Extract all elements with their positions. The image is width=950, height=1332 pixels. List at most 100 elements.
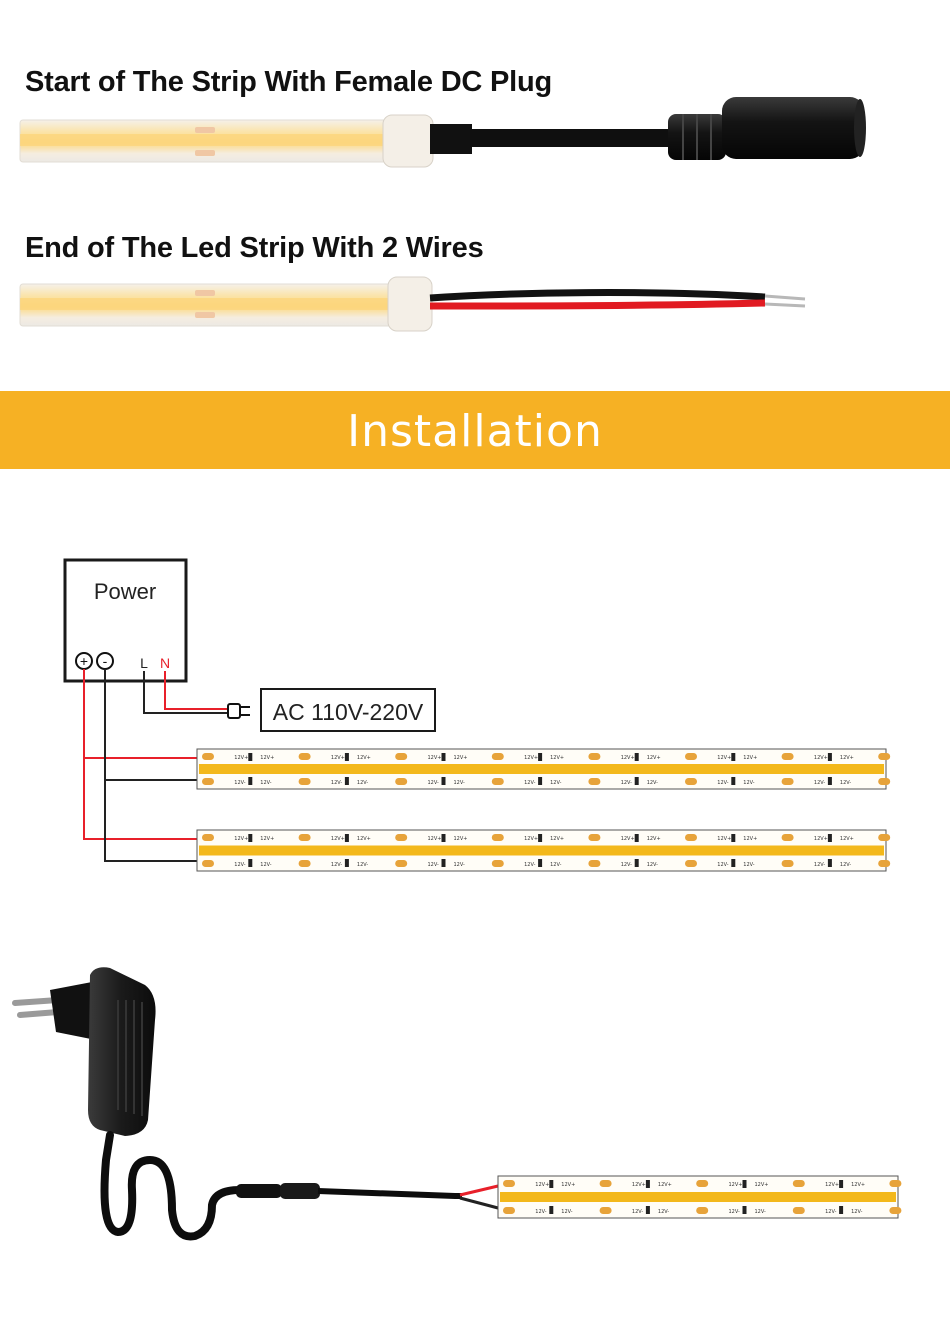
solder-pad [588, 834, 601, 841]
ac-voltage-label: AC 110V-220V [273, 699, 424, 725]
solder-pad [298, 834, 311, 841]
l-terminal-label: L [140, 655, 148, 671]
pad-label-plus: 12V+ [454, 836, 468, 842]
pad-label-minus: 12V- [454, 780, 465, 786]
pad-label-plus: 12V+ [524, 755, 538, 761]
resistor [839, 1206, 844, 1214]
pad-label-minus: 12V- [524, 780, 535, 786]
dc-plug-socket [854, 99, 866, 157]
resistor [549, 1180, 554, 1188]
strip-led-band [199, 764, 884, 774]
solder-pad [599, 1180, 612, 1187]
solder-pad [202, 834, 214, 841]
pad-label-minus: 12V- [851, 1209, 862, 1215]
led-strip-diagram: 12V+ 12V+ 12V- 12V- 12V+ 12V+ 12V- 12V- 12V+ 12V+… [196, 748, 891, 790]
solder-pad [195, 312, 215, 318]
solder-pad [878, 860, 891, 867]
resistor [839, 1180, 844, 1188]
adapter-red-wire [459, 1184, 499, 1197]
installation-banner: Installation [0, 391, 950, 469]
solder-pad [792, 1180, 805, 1187]
wiring-diagram: Power + - L N AC 110V-220V 12V+12V+12V-1… [63, 558, 891, 872]
strip-end-photo [19, 276, 806, 332]
solder-pad [781, 834, 794, 841]
resistor [549, 1206, 554, 1214]
solder-pad [685, 860, 697, 867]
pad-label-minus: 12V- [331, 780, 342, 786]
pad-label-plus: 12V+ [234, 755, 248, 761]
strip-led-band [500, 1192, 896, 1202]
resistor [634, 859, 639, 867]
end-cap [382, 114, 434, 168]
pad-label-minus: 12V- [621, 780, 632, 786]
resistor [731, 834, 736, 842]
pad-label-plus: 12V+ [755, 1182, 769, 1188]
red-wire [429, 299, 766, 310]
plug-pin [12, 997, 61, 1006]
led-strip-diagram: 12V+ 12V+ 12V- 12V- 12V+ 12V+ 12V- 12V- 12V+ 12V+… [196, 829, 891, 872]
pad-label-minus: 12V- [621, 862, 632, 868]
pad-label-plus: 12V+ [658, 1182, 672, 1188]
resistor [634, 753, 639, 761]
pad-label-plus: 12V+ [851, 1182, 865, 1188]
bare-wire-tip [764, 294, 806, 301]
pad-label-minus: 12V- [260, 862, 271, 868]
led-glow-band [20, 298, 392, 310]
installation-title: Installation [347, 406, 603, 457]
resistor [538, 777, 543, 785]
bare-wire-tip [764, 302, 806, 308]
resistor [441, 777, 446, 785]
pad-label-plus: 12V+ [550, 755, 564, 761]
solder-pad [696, 1207, 709, 1214]
pad-label-plus: 12V+ [234, 836, 248, 842]
pad-label-plus: 12V+ [428, 836, 442, 842]
pad-label-minus: 12V- [717, 862, 728, 868]
plus-symbol: + [80, 653, 88, 669]
pad-label-plus: 12V+ [621, 836, 635, 842]
pad-label-plus: 12V+ [632, 1182, 646, 1188]
pad-label-plus: 12V+ [814, 755, 828, 761]
solder-pad [491, 834, 504, 841]
pad-label-plus: 12V+ [331, 836, 345, 842]
power-adapter-illustration: 12V+12V+12V-12V-12V+12V+12V-12V-12V+12V+… [12, 967, 902, 1241]
pad-label-plus: 12V+ [647, 755, 661, 761]
resistor [634, 834, 639, 842]
resistor [538, 753, 543, 761]
resistor [441, 753, 446, 761]
power-label: Power [94, 579, 156, 604]
solder-pad [878, 778, 891, 785]
pad-label-plus: 12V+ [621, 755, 635, 761]
resistor [634, 777, 639, 785]
solder-pad [503, 1207, 515, 1214]
resistor [248, 777, 253, 785]
resistor [827, 777, 832, 785]
resistor [731, 859, 736, 867]
pad-label-plus: 12V+ [840, 836, 854, 842]
solder-pad [202, 753, 214, 760]
strip-led-band [199, 845, 884, 856]
pad-label-minus: 12V- [454, 862, 465, 868]
pad-label-plus: 12V+ [743, 755, 757, 761]
solder-pad [202, 860, 214, 867]
resistor [344, 753, 349, 761]
pad-label-plus: 12V+ [428, 755, 442, 761]
solder-pad [588, 753, 601, 760]
solder-pad [792, 1207, 805, 1214]
resistor [645, 1180, 650, 1188]
solder-pad [503, 1180, 515, 1187]
pad-label-minus: 12V- [535, 1209, 546, 1215]
n-terminal-label: N [160, 655, 170, 671]
solder-pad [395, 778, 408, 785]
pad-label-minus: 12V- [428, 862, 439, 868]
solder-pad [298, 860, 311, 867]
pad-label-plus: 12V+ [561, 1182, 575, 1188]
pad-label-minus: 12V- [524, 862, 535, 868]
pad-label-minus: 12V- [550, 780, 561, 786]
plug-pin [17, 1009, 61, 1018]
pad-label-plus: 12V+ [524, 836, 538, 842]
pad-label-minus: 12V- [357, 780, 368, 786]
pad-label-minus: 12V- [755, 1209, 766, 1215]
pad-label-minus: 12V- [814, 862, 825, 868]
pad-label-minus: 12V- [840, 780, 851, 786]
solder-pad [696, 1180, 709, 1187]
